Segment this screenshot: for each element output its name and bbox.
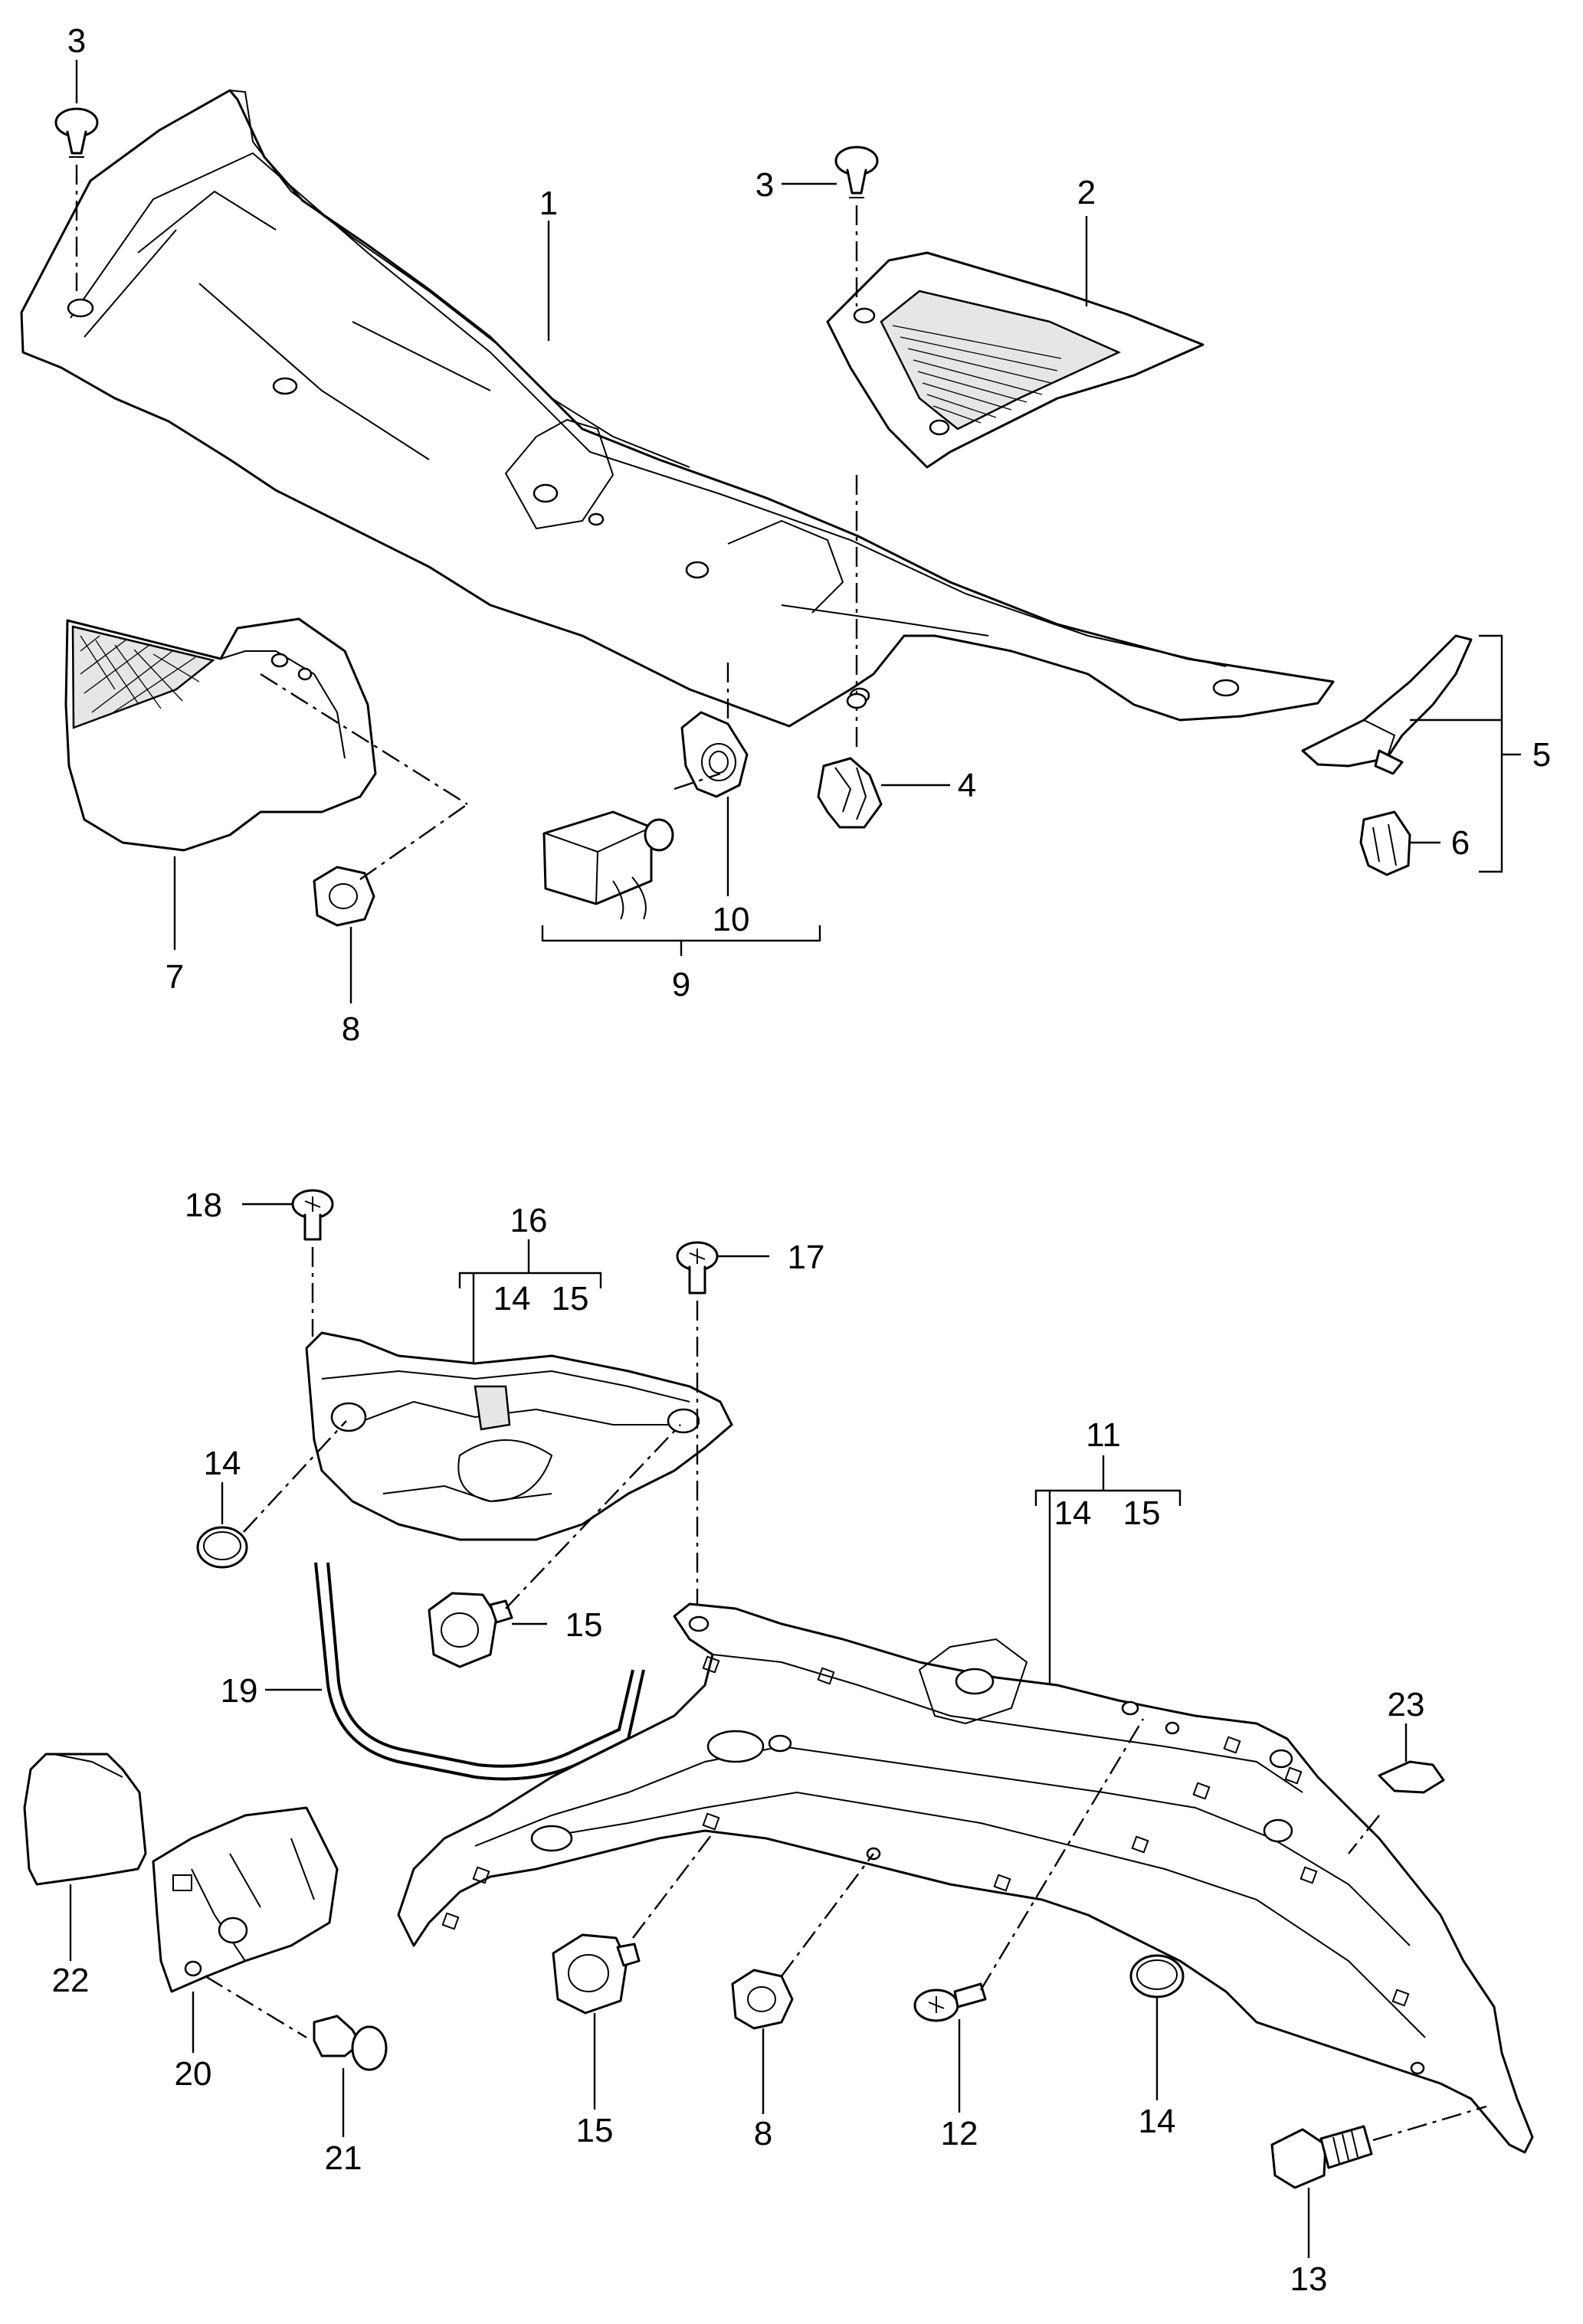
sensor-part-9 bbox=[542, 810, 674, 920]
part-number-labels: 3 3 1 2 4 5 6 7 8 10 9 18 16 14 15 17 14… bbox=[52, 22, 1552, 2298]
grommet-part-10 bbox=[680, 711, 749, 798]
plenum-shield-part-11 bbox=[397, 1602, 1534, 2154]
label-12: 12 bbox=[941, 2115, 978, 2152]
side-cover-part-2 bbox=[826, 251, 1204, 469]
label-18: 18 bbox=[185, 1187, 222, 1224]
grommet-part-15-lower bbox=[552, 1744, 781, 2110]
label-14-right: 14 bbox=[1139, 2103, 1176, 2140]
label-22: 22 bbox=[52, 1962, 90, 1999]
label-19: 19 bbox=[221, 1672, 258, 1710]
scuttle-panel-cover-part-1 bbox=[20, 89, 1335, 728]
label-1: 1 bbox=[539, 185, 558, 222]
screw-part-12 bbox=[913, 1718, 1145, 2113]
label-11-15: 15 bbox=[1123, 1494, 1161, 1532]
cover-part-22 bbox=[23, 1753, 147, 1961]
bolt-part-13 bbox=[1270, 2105, 1487, 2258]
label-6: 6 bbox=[1451, 824, 1470, 862]
label-3-left: 3 bbox=[67, 22, 86, 60]
label-13: 13 bbox=[1290, 2260, 1328, 2298]
label-16-15: 15 bbox=[552, 1280, 589, 1317]
label-20: 20 bbox=[175, 2055, 212, 2093]
fastener-part-3-left bbox=[54, 107, 99, 291]
label-9: 9 bbox=[672, 966, 690, 1003]
label-11: 11 bbox=[1086, 1416, 1121, 1454]
duct-cover-part-7 bbox=[64, 617, 377, 852]
label-11-14: 14 bbox=[1054, 1494, 1092, 1532]
hose-part-19 bbox=[265, 1562, 645, 1781]
heat-shield-part-16 bbox=[305, 1331, 733, 1541]
bolt-part-21 bbox=[313, 2015, 388, 2137]
label-16: 16 bbox=[510, 1202, 548, 1239]
label-15-upper: 15 bbox=[565, 1606, 603, 1644]
label-8-top: 8 bbox=[342, 1010, 360, 1048]
bracket-part-20 bbox=[152, 1806, 339, 2053]
nut-part-8-top bbox=[313, 866, 375, 927]
label-3-right: 3 bbox=[755, 166, 774, 204]
nut-part-8-bottom bbox=[731, 1853, 874, 2114]
clip-part-4 bbox=[817, 692, 883, 829]
label-10: 10 bbox=[713, 901, 750, 938]
label-4: 4 bbox=[958, 767, 976, 804]
label-17: 17 bbox=[788, 1239, 825, 1276]
label-8-bottom: 8 bbox=[754, 2115, 772, 2152]
label-14-left: 14 bbox=[204, 1445, 241, 1482]
screw-part-17 bbox=[676, 1241, 769, 1616]
grommet-part-15-upper bbox=[428, 1424, 681, 1668]
label-23: 23 bbox=[1388, 1686, 1425, 1723]
top-leader-lines bbox=[75, 60, 1521, 1003]
bottom-bracket-leaders bbox=[458, 1239, 1182, 1685]
screw-part-18 bbox=[242, 1189, 334, 1337]
bracket-part-5 bbox=[1301, 634, 1473, 775]
clip-part-23 bbox=[1348, 1723, 1445, 1854]
fastener-part-3-right bbox=[834, 146, 879, 751]
label-21: 21 bbox=[325, 2139, 362, 2177]
plug-part-14-left bbox=[196, 1420, 347, 1569]
label-7: 7 bbox=[166, 958, 184, 996]
label-5: 5 bbox=[1532, 736, 1551, 774]
label-15-lower: 15 bbox=[576, 2112, 614, 2149]
label-2: 2 bbox=[1077, 174, 1096, 211]
clip-part-6 bbox=[1359, 810, 1411, 876]
label-16-14: 14 bbox=[493, 1280, 531, 1317]
